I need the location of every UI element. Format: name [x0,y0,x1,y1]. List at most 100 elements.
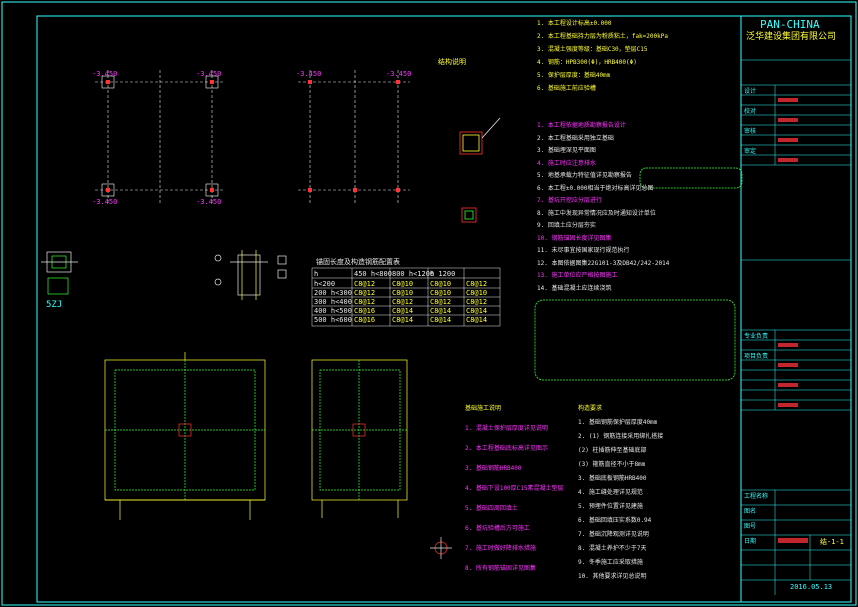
rebar-table-header: 800 h<1200 [392,270,435,278]
rebar-table-cell: C8@14 [392,307,414,315]
notes-right-line: (2) 柱插筋伸至基础底部 [578,447,647,454]
foundation-rebar-plan-b [311,359,408,518]
company-name-en: PAN-CHINA [760,18,820,31]
rebar-table-cell: C8@10 [430,280,452,288]
general-note-line: 13. 施工单位应严格按图施工 [537,272,618,279]
general-note-line: 10. 钢筋锚固长度详见图集 [537,235,612,242]
notes-left-line: 基础施工说明 [465,405,502,412]
notes-left-line: 7. 施工时做好降排水措施 [465,545,536,552]
title-block-row-label: 审核 [744,128,757,135]
company-name-cn: 泛华建设集团有限公司 [746,32,837,42]
rebar-table-cell: C8@14 [430,316,452,324]
general-note-line: 5. 保护层厚度：基础40mm [537,72,611,79]
title-block-row-label: 项目负责 [744,353,769,360]
rebar-table-cell: C8@12 [466,298,488,306]
notes-left-line: 5. 基础四周回填土 [465,505,518,512]
rebar-table-header: 450 h<800 [354,270,392,278]
general-note-line: 9. 回填土应分层夯实 [537,222,596,229]
sheet-number: 结-1-1 [820,538,844,546]
rebar-table-header: h 1200 [430,270,456,278]
rebar-table-cell: C8@14 [466,316,488,324]
column-section-detail [459,117,501,223]
elev-tag-6: -3.450 [386,70,412,78]
general-note-line: 4. 施工时应注意排水 [537,160,596,167]
general-note-line: 6. 基础施工前应验槽 [537,85,596,92]
notes-left-line: 2. 本工程基础底标高详见图示 [465,445,548,452]
notes-left-line: 1. 混凝土保护层厚度详见说明 [465,425,548,432]
elev-tag-5: -3.450 [296,70,322,78]
foundation-plan-2 [298,70,410,205]
rebar-table-cell: C8@10 [466,289,488,297]
rebar-table-cell: C8@16 [354,307,376,315]
general-note-line: 8. 施工中发现异常情况应及时通知设计单位 [537,210,656,217]
general-note-line: 2. 本工程基础持力层为粉质粘土，fak=200kPa [537,33,668,40]
notes-right-line: 2. (1) 钢筋连接采用绑扎搭接 [578,433,664,440]
title-block-row-label: 图名 [744,508,757,515]
zj-detail [41,251,78,295]
title-block-row-label: 审定 [744,148,757,155]
rebar-table-cell: C8@14 [392,316,414,324]
notes-left-line: 8. 所有钢筋锚固详见图集 [465,565,536,572]
notes-right-line: 3. 基础底板钢筋HRB400 [578,475,647,482]
rebar-table-cell: 400 h<500 [314,307,352,315]
general-note-line: 3. 基础埋深见平面图 [537,147,596,154]
notes-right-line: 10. 其他要求详见总说明 [578,573,647,580]
notes-right-line: (3) 箍筋直径不小于8mm [578,461,646,468]
revision-clouds [534,167,743,381]
foundation-plan-1 [95,70,225,205]
rebar-table-cell: C8@12 [354,280,376,288]
rebar-table-header: h [314,270,319,278]
general-note-line: 12. 本图依据图集22G101-3及DB42/242-2014 [537,260,670,267]
rebar-table-cell: C8@12 [354,289,376,297]
elev-tag-3: -3.450 [92,198,118,206]
general-note-line: 3. 混凝土强度等级：基础C30，垫层C15 [537,46,648,53]
title-block-row-label: 日期 [744,538,757,545]
drawing-frame-inner [36,15,852,603]
title-block-row-label: 图号 [744,523,757,530]
rebar-table-cell: C8@16 [354,316,376,324]
rebar-table-cell: C8@10 [392,289,414,297]
general-note-line: 5. 地基承载力特征值详见勘察报告 [537,172,632,179]
notes-right-line: 4. 施工缝处理详见规范 [578,489,643,496]
rebar-table-frame [311,267,501,327]
foundation-rebar-plan-a [104,352,266,520]
notes-left-line: 6. 基坑验槽后方可施工 [465,525,530,532]
title-block-grid [741,59,851,595]
notes-right-line: 9. 冬季施工应采取措施 [578,559,643,566]
elev-tag-4: -3.450 [196,198,222,206]
rebar-table-title: 锚固长度及构造钢筋配置表 [316,258,400,266]
general-note-line: 11. 未尽事宜按国家现行规范执行 [537,247,630,254]
rebar-table-cell: h<200 [314,280,336,288]
rebar-table-cell: C8@12 [466,280,488,288]
footing-anchor-detail [430,537,452,559]
general-note-line: 7. 基坑开挖应分层进行 [537,197,602,204]
notes-right-line: 构造要求 [578,405,603,412]
general-note-line: 4. 钢筋：HPB300(Φ)，HRB400(Φ) [537,59,637,66]
general-note-line: 1. 本工程设计标高±0.000 [537,20,612,27]
rebar-table-cell: C8@12 [392,298,414,306]
general-note-line: 2. 本工程基础采用独立基础 [537,135,614,142]
general-note-line: 6. 本工程±0.000相当于绝对标高详见总图 [537,185,654,192]
notes-left-line: 3. 基础钢筋HRB400 [465,465,522,472]
rebar-table-cell: C8@12 [430,298,452,306]
title-block-row-label: 设计 [744,88,757,95]
rebar-table-cell: 500 h<600 [314,316,352,324]
signature-marks [778,98,808,543]
notes-right-line: 6. 基础回填压实系数0.94 [578,517,652,524]
elev-tag-2: -3.450 [196,70,222,78]
notes-right-line: 7. 基础沉降观测详见说明 [578,531,649,538]
sheet-date: 2016.05.13 [790,583,833,591]
notes-right-line: 1. 基础钢筋保护层厚度40mm [578,419,658,426]
rebar-table-cell: C8@14 [466,307,488,315]
title-block-row-label: 工程名称 [744,493,769,500]
general-note-line: 14. 基础混凝土应连续浇筑 [537,285,612,292]
notes-right-line: 8. 混凝土养护不少于7天 [578,545,647,552]
rebar-table-cell: 200 h<300 [314,289,352,297]
elev-tag-1: -3.450 [92,70,118,78]
title-block-row-label: 校对 [744,108,757,115]
rebar-table-cell: C8@14 [430,307,452,315]
rebar-table-cell: C8@12 [354,298,376,306]
legend-title: 结构说明 [438,58,466,66]
